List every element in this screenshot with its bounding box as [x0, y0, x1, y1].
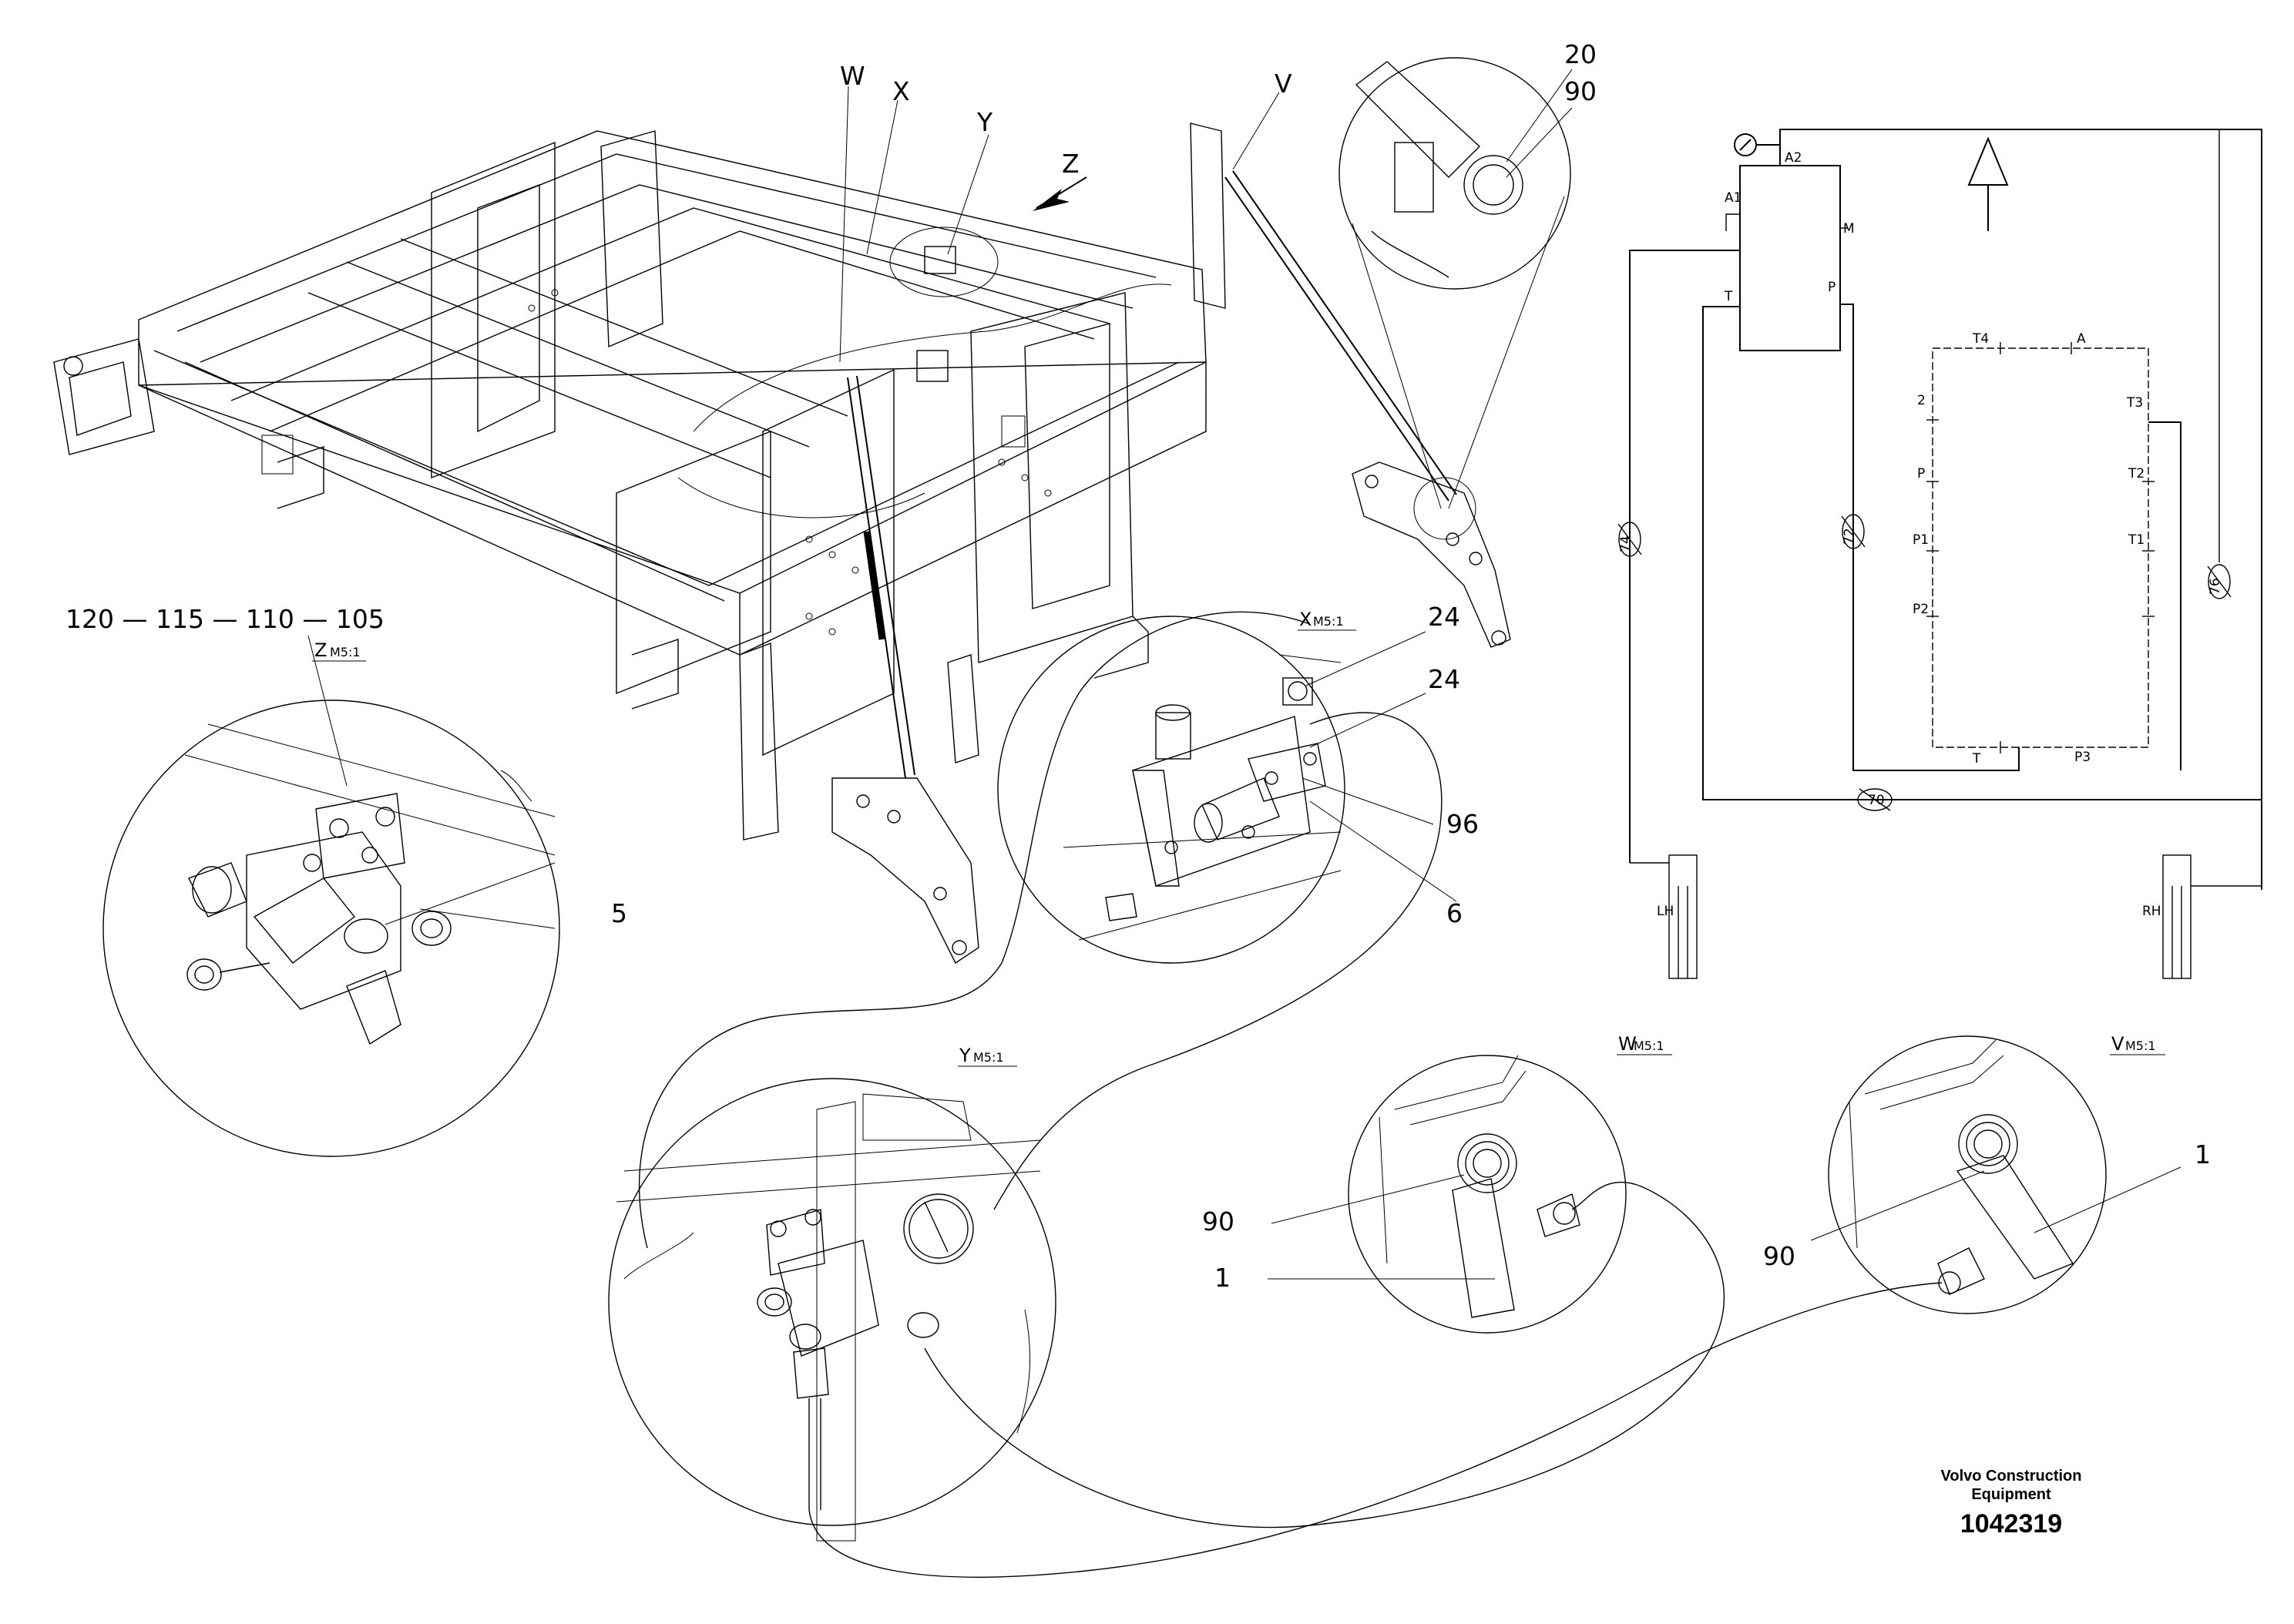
label-y: Y [976, 107, 993, 137]
view-z-letter: Z [314, 639, 327, 661]
brand-line-1: Volvo Construction [1940, 1468, 2082, 1485]
view-v-scale: M5:1 [2125, 1038, 2156, 1053]
view-v-letter: V [2111, 1033, 2124, 1055]
main-frame-assembly [53, 122, 1511, 965]
label-1-v: 1 [2195, 1139, 2211, 1169]
hose-74: 74 [1618, 535, 1634, 552]
port-p1: P1 [1913, 532, 1929, 548]
detail-y [608, 1078, 1056, 1542]
label-1-w: 1 [1214, 1263, 1231, 1293]
port-t2: T2 [2128, 466, 2145, 481]
cylinder-rh [2162, 854, 2262, 979]
hose-76: 76 [2208, 578, 2223, 595]
view-x-scale: M5:1 [1313, 614, 1344, 629]
control-block [1932, 347, 2149, 748]
cylinder-lh [1630, 854, 1698, 979]
port-a1: A1 [1725, 190, 1741, 206]
label-90-w: 90 [1202, 1206, 1234, 1236]
valve-block [1739, 165, 1841, 351]
port-t1: T1 [2128, 532, 2145, 548]
label-chain: 120 — 115 — 110 — 105 [65, 604, 385, 634]
port-p: P [1828, 280, 1836, 295]
label-24b: 24 [1428, 664, 1460, 694]
label-w: W [840, 61, 865, 91]
label-rh: RH [2142, 904, 2161, 919]
view-z-scale: M5:1 [330, 645, 361, 659]
label-5: 5 [611, 898, 627, 928]
port-p3: P3 [2074, 750, 2091, 765]
view-y-scale: M5:1 [973, 1050, 1004, 1065]
label-x: X [892, 76, 910, 106]
port-p2: P2 [1913, 602, 1929, 617]
label-lh: LH [1657, 904, 1674, 919]
detail-top-cap [1338, 57, 1573, 540]
label-96: 96 [1446, 809, 1479, 839]
port-m: M [1843, 221, 1855, 237]
port-a2: A2 [1785, 150, 1802, 166]
detail-z [102, 635, 560, 1157]
view-x-letter: X [1299, 609, 1312, 630]
view-w-letter: W [1618, 1033, 1637, 1055]
up-arrow-icon [1967, 136, 2009, 186]
label-z: Z [1062, 149, 1080, 179]
view-y-letter: Y [959, 1045, 971, 1066]
port-a: A [2077, 331, 2086, 347]
label-v: V [1275, 69, 1292, 99]
label-20: 20 [1564, 39, 1597, 69]
detail-x [997, 616, 1457, 964]
hose-70: 70 [1868, 793, 1885, 808]
connecting-hoses [638, 611, 1943, 1578]
port-t-block: T [1972, 751, 1981, 767]
hose-72: 72 [1842, 528, 1857, 545]
port-t3: T3 [2126, 395, 2143, 411]
port-t: T [1724, 289, 1733, 304]
port-p-block: P [1917, 466, 1925, 481]
detail-w [1268, 1055, 1627, 1334]
label-24a: 24 [1428, 602, 1460, 632]
label-90-top: 90 [1564, 76, 1597, 106]
label-6: 6 [1446, 898, 1463, 928]
label-90-v: 90 [1763, 1241, 1795, 1271]
main-leaders [839, 86, 1280, 363]
brand-line-2: Equipment [1971, 1486, 2051, 1503]
port-2: 2 [1917, 393, 1926, 408]
port-t4: T4 [1972, 331, 1989, 347]
detail-v [1810, 1035, 2181, 1314]
view-w-scale: M5:1 [1634, 1038, 1664, 1053]
title-block: Volvo Construction Equipment 1042319 [1919, 1467, 2104, 1541]
part-number: 1042319 [1960, 1509, 2063, 1538]
hydraulic-schematic [1617, 129, 2262, 979]
